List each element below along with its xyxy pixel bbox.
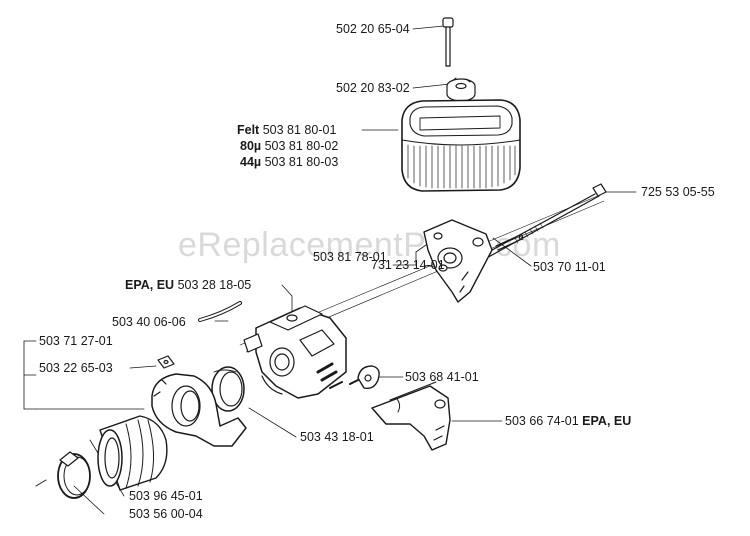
callout-gasket-ring: 503 43 18-01	[300, 430, 374, 444]
lever-part	[349, 365, 380, 390]
intake-flange-part	[151, 373, 247, 447]
callout-carburetor: EPA, EU 503 28 18-05	[125, 278, 251, 292]
callout-long-bolt: 725 53 05-55	[641, 185, 715, 199]
top-screw-part	[442, 17, 454, 67]
gasket-ring-part	[211, 366, 245, 412]
intake-boot-part	[97, 415, 168, 491]
filter-80-prefix: 80µ	[240, 139, 262, 153]
callout-choke: 503 66 74-01 EPA, EU	[505, 414, 631, 428]
fuel-hose-part	[198, 301, 242, 322]
carburetor-base-part	[423, 219, 493, 303]
clip-part	[157, 355, 175, 369]
callout-filter-44: 44µ 503 81 80-03	[240, 155, 338, 169]
filter-80-part: 503 81 80-02	[264, 139, 339, 153]
callout-filter-nut: 502 20 83-02	[336, 81, 410, 95]
callout-clip: 503 22 65-03	[39, 361, 113, 375]
callout-kit-group: 503 71 27-01	[39, 334, 113, 348]
choke-part: 503 66 74-01	[505, 414, 579, 428]
hose-clamp-part	[35, 451, 91, 499]
callout-intake-boot: 503 96 45-01	[129, 489, 203, 503]
washer-part	[438, 264, 448, 272]
carburetor-prefix: EPA, EU	[125, 278, 175, 292]
callout-fuel-hose: 503 40 06-06	[112, 315, 186, 329]
callout-washer: 731 23 14-01	[371, 258, 445, 272]
sleeve-part	[495, 233, 524, 251]
callout-screw: 502 20 65-04	[336, 22, 410, 36]
callout-lever: 503 68 41-01	[405, 370, 479, 384]
callout-hose-clamp: 503 56 00-04	[129, 507, 203, 521]
choke-cover-part	[371, 381, 451, 451]
filter-nut-part	[446, 77, 476, 102]
choke-suffix: EPA, EU	[582, 414, 632, 428]
carburetor-part	[243, 305, 347, 399]
callout-carb-base: 503 81 78-01	[313, 250, 387, 264]
filter-44-prefix: 44µ	[240, 155, 262, 169]
filter-felt-prefix: Felt	[237, 123, 260, 137]
air-filter-part	[401, 99, 521, 192]
watermark: eReplacementParts.com	[178, 226, 561, 264]
filter-44-part: 503 81 80-03	[264, 155, 339, 169]
carburetor-part: 503 28 18-05	[177, 278, 252, 292]
callout-sleeve: 503 70 11-01	[533, 260, 606, 274]
callout-filter-felt: Felt 503 81 80-01	[237, 123, 336, 137]
callout-filter-80: 80µ 503 81 80-02	[240, 139, 338, 153]
filter-felt-part: 503 81 80-01	[262, 123, 337, 137]
